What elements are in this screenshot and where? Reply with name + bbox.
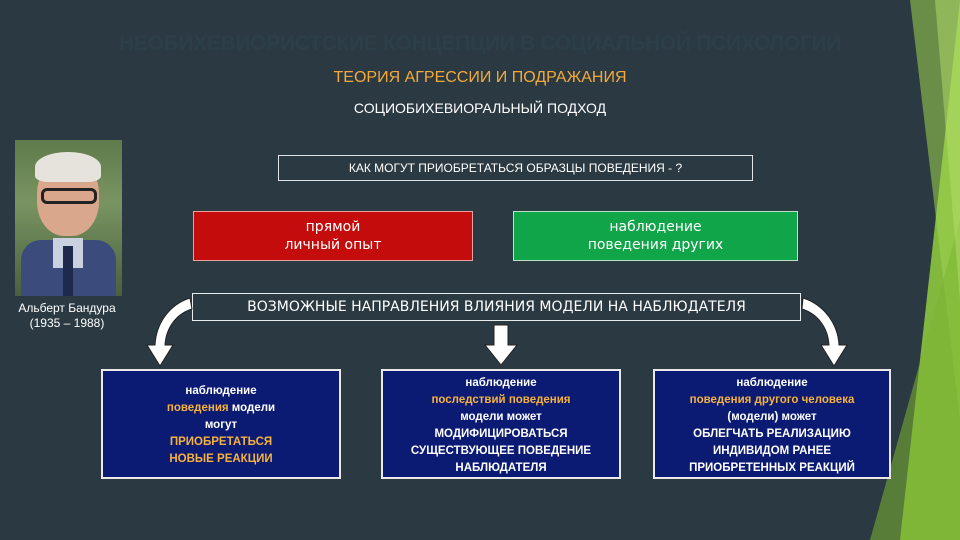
card1-line2b: модели (228, 402, 276, 414)
card-facilitate-reactions: наблюдение поведения другого человека (м… (653, 369, 891, 479)
direct-experience-box: прямой личный опыт (193, 211, 473, 261)
card3-line6: ПРИОБРЕТЕННЫХ РЕАКЦИЙ (689, 462, 855, 474)
card2-line3: модели может (460, 411, 542, 423)
portrait-caption: Альберт Бандура (1935 – 1988) (2, 301, 132, 331)
approach-subtitle: СОЦИОБИХЕВИОРАЛЬНЫЙ ПОДХОД (353, 100, 607, 116)
card3-line3: (модели) может (727, 411, 817, 423)
observation-line2: поведения других (587, 237, 724, 253)
observation-line1: наблюдение (609, 219, 702, 235)
observation-box: наблюдение поведения других (513, 211, 798, 261)
card-modify-behavior: наблюдение последствий поведения модели … (381, 369, 621, 479)
right-curved-arrow-icon (801, 297, 848, 367)
card2-line6: НАБЛЮДАТЕЛЯ (455, 462, 547, 474)
theory-subtitle: ТЕОРИЯ АГРЕССИИ И ПОДРАЖАНИЯ (333, 69, 627, 86)
direct-line1: прямой (305, 219, 361, 235)
card1-line3: могут (204, 419, 238, 431)
card3-line2: поведения другого человека (689, 394, 855, 406)
card1-line4: ПРИОБРЕТАТЬСЯ (169, 436, 273, 448)
card2-line5: СУЩЕСТВУЮЩЕЕ ПОВЕДЕНИЕ (410, 445, 592, 457)
slide-title: НЕОБИХЕВИОРИСТСКИЕ КОНЦЕПЦИИ В СОЦИАЛЬНО… (118, 32, 842, 55)
question-box: КАК МОГУТ ПРИОБРЕТАТЬСЯ ОБРАЗЦЫ ПОВЕДЕНИ… (278, 155, 753, 181)
card2-line1: наблюдение (465, 377, 537, 389)
down-arrow-icon (483, 324, 519, 366)
card2-line2: последствий поведения (431, 394, 571, 406)
bandura-portrait (15, 140, 122, 296)
card-new-reactions: наблюдение поведения модели могут ПРИОБР… (101, 369, 341, 479)
card3-line1: наблюдение (736, 377, 808, 389)
card2-line4: МОДИФИЦИРОВАТЬСЯ (434, 428, 568, 440)
direct-line2: личный опыт (284, 237, 382, 253)
card3-line4: ОБЛЕГЧАТЬ РЕАЛИЗАЦИЮ (693, 428, 851, 440)
portrait-name: Альберт Бандура (18, 301, 116, 315)
card3-line5: ИНДИВИДОМ РАНЕЕ (712, 445, 832, 457)
portrait-years: (1935 – 1988) (29, 316, 105, 330)
card1-line2a: поведения (166, 402, 229, 414)
card1-line1: наблюдение (185, 385, 257, 397)
directions-box: ВОЗМОЖНЫЕ НАПРАВЛЕНИЯ ВЛИЯНИЯ МОДЕЛИ НА … (192, 293, 801, 321)
card1-line5: НОВЫЕ РЕАКЦИИ (169, 453, 273, 465)
left-curved-arrow-icon (146, 297, 193, 367)
